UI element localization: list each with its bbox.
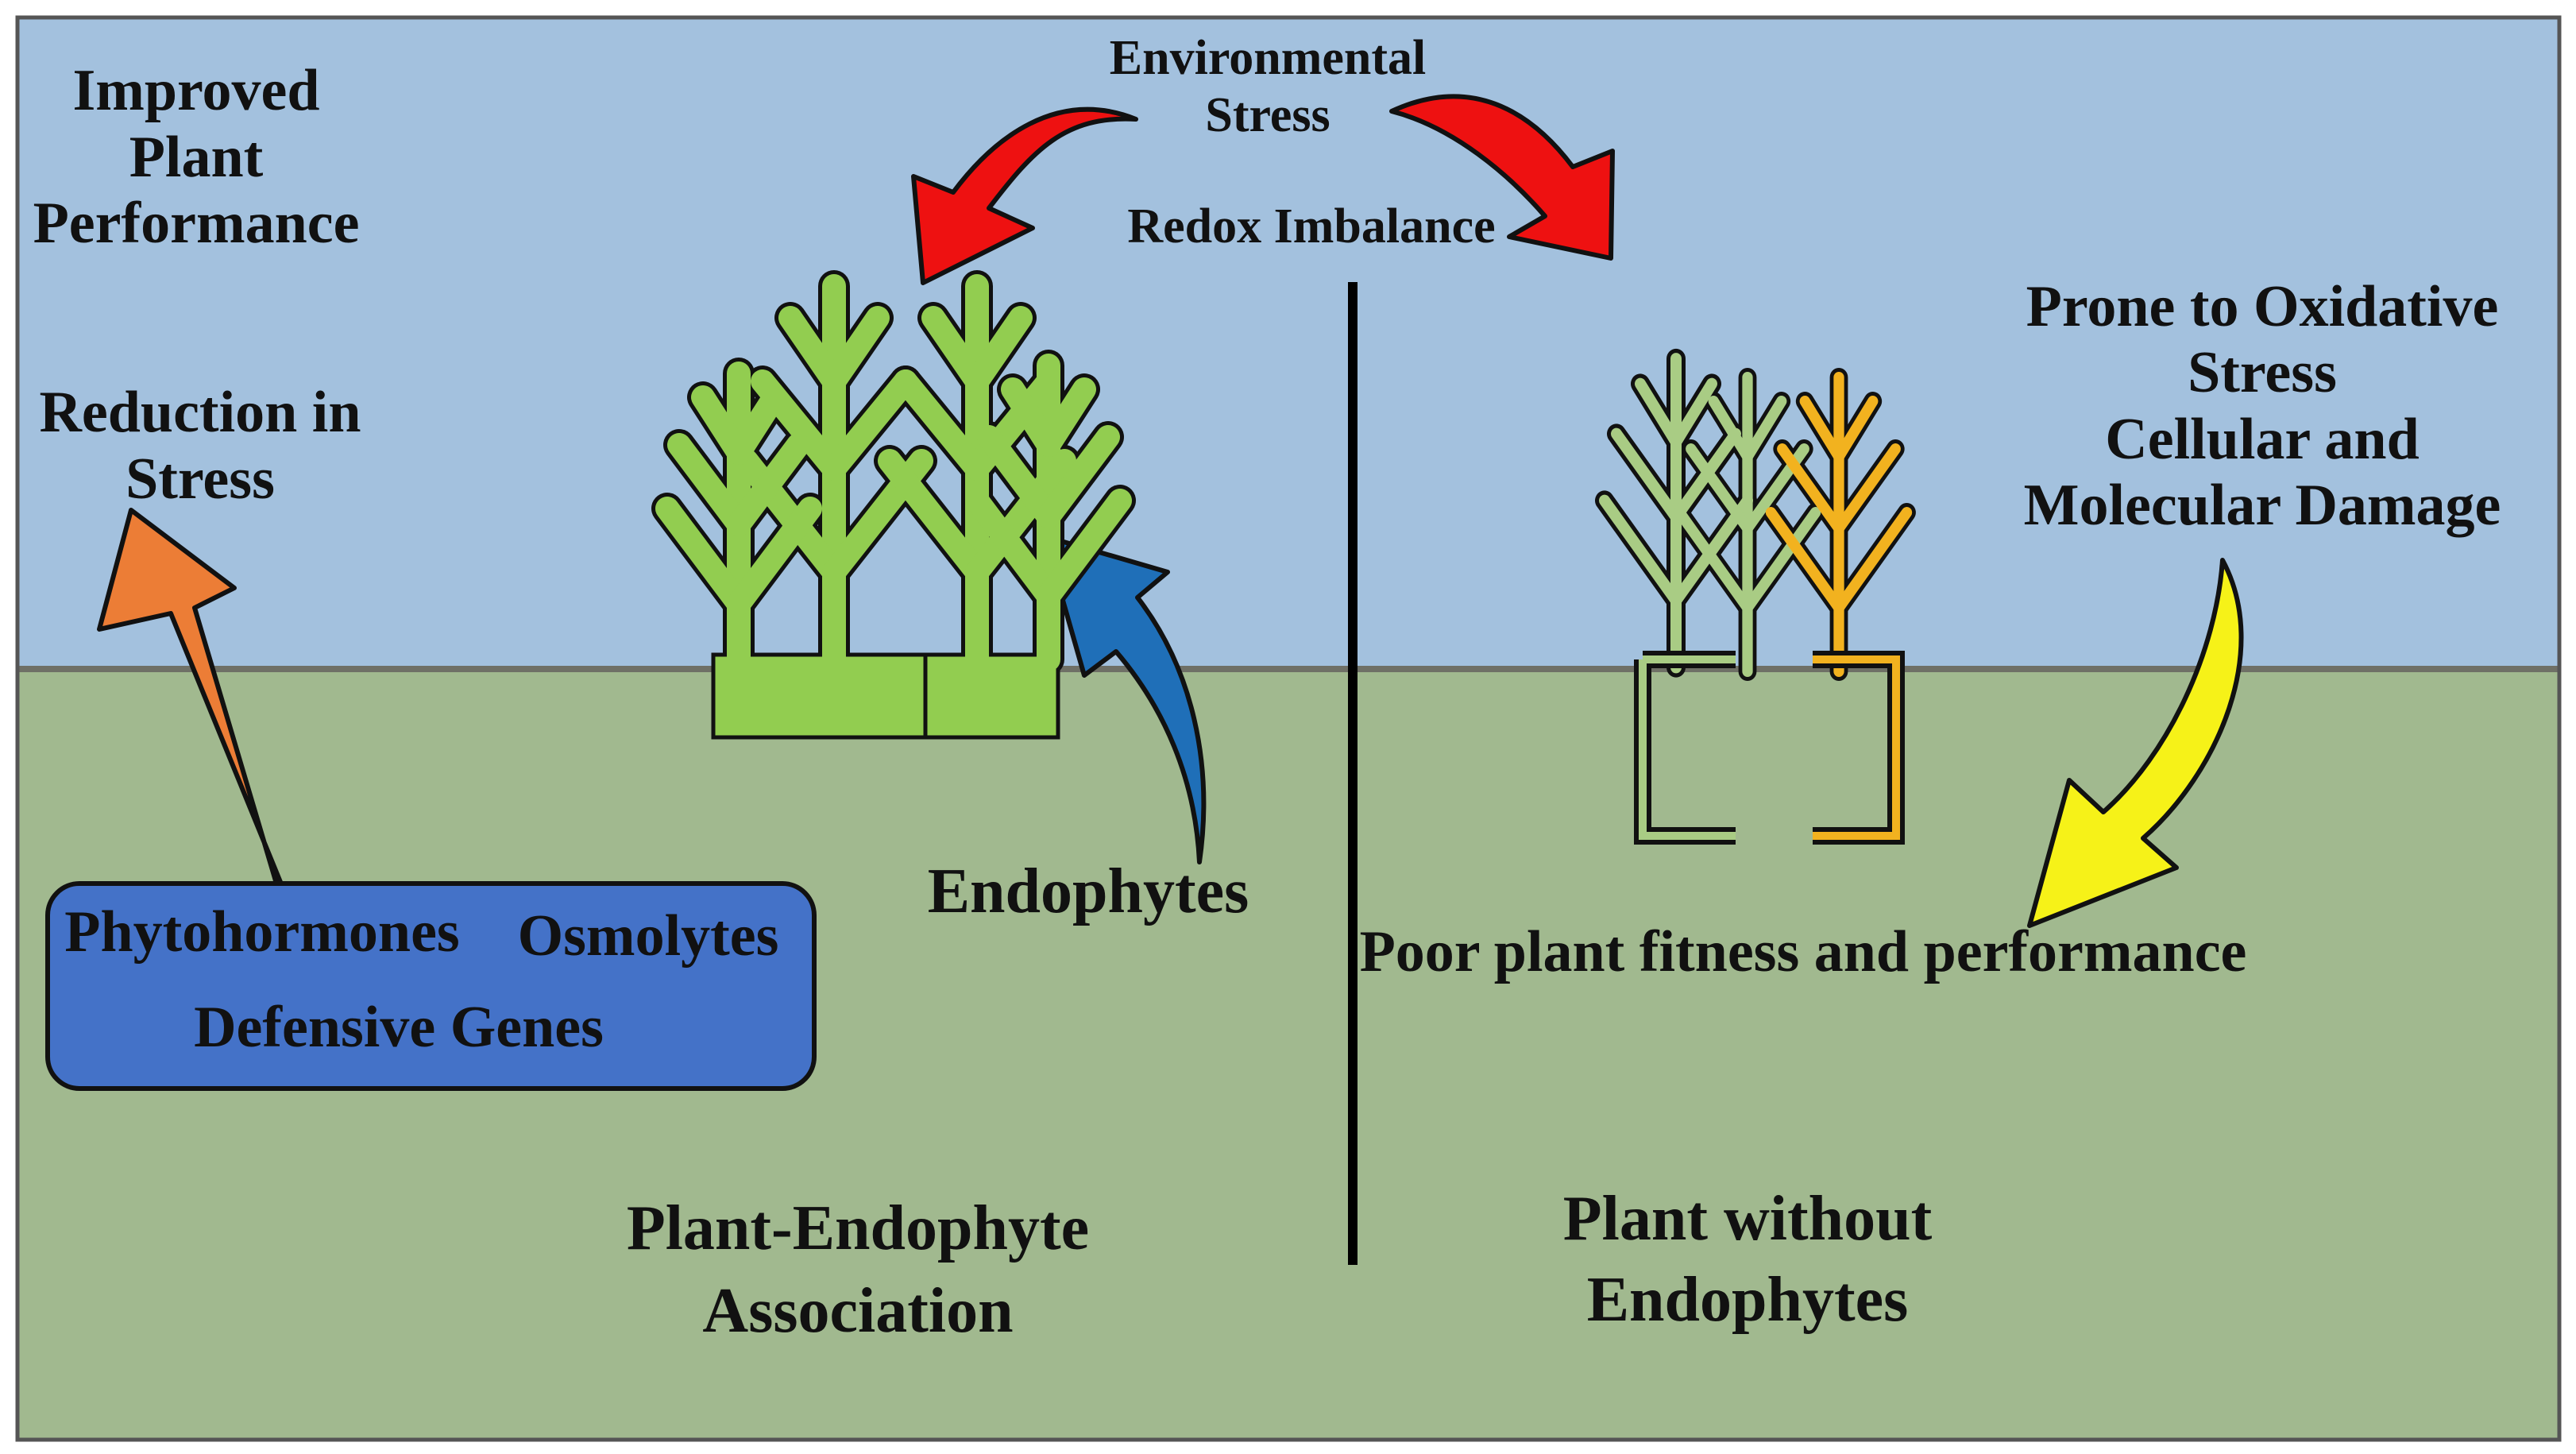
sky-background <box>17 17 2559 669</box>
endophyte-arrow-icon <box>1042 534 1207 864</box>
stress-arrow-left-icon <box>911 106 1138 285</box>
healthy-plant-icon <box>667 286 1120 740</box>
improved-performance-label-line1: Improved <box>72 58 319 123</box>
stress-arrow-right-icon <box>1389 94 1615 261</box>
weak-plant-icon <box>1605 359 1907 845</box>
oxidative-stress-label-line1: Prone to Oxidative <box>2026 274 2499 339</box>
box-item-phytohormones: Phytohormones <box>64 899 459 965</box>
improved-performance-label-line2: Plant <box>129 125 264 190</box>
oxidative-stress-label-line2: Stress <box>2188 340 2337 405</box>
damage-arrow-icon <box>2027 558 2244 928</box>
environmental-stress-label-line1: Environmental <box>1110 31 1426 85</box>
redox-imbalance-label: Redox Imbalance <box>1127 199 1495 253</box>
reduction-in-stress-label-line2: Stress <box>126 447 275 512</box>
plant-without-endophytes-caption-line1: Plant without <box>1563 1184 1933 1254</box>
oxidative-stress-label-line4: Molecular Damage <box>2024 473 2501 538</box>
mechanisms-box <box>45 881 817 1091</box>
diagram-border <box>15 15 2562 1442</box>
box-item-defensive-genes: Defensive Genes <box>194 995 604 1060</box>
oxidative-stress-label-line3: Cellular and <box>2105 407 2419 472</box>
environmental-stress-label-line2: Stress <box>1205 88 1330 142</box>
plant-without-endophytes-caption-line2: Endophytes <box>1587 1265 1909 1335</box>
plant-endophyte-caption-line2: Association <box>702 1276 1013 1346</box>
poor-fitness-label: Poor plant fitness and performance <box>1360 919 2247 984</box>
plant-endophyte-caption-line1: Plant-Endophyte <box>627 1193 1089 1263</box>
box-item-osmolytes: Osmolytes <box>518 903 779 969</box>
reduction-in-stress-label-line1: Reduction in <box>39 380 361 445</box>
endophytes-label: Endophytes <box>928 857 1249 926</box>
improved-performance-label-line3: Performance <box>33 191 360 256</box>
reduction-arrow-icon <box>97 508 284 888</box>
